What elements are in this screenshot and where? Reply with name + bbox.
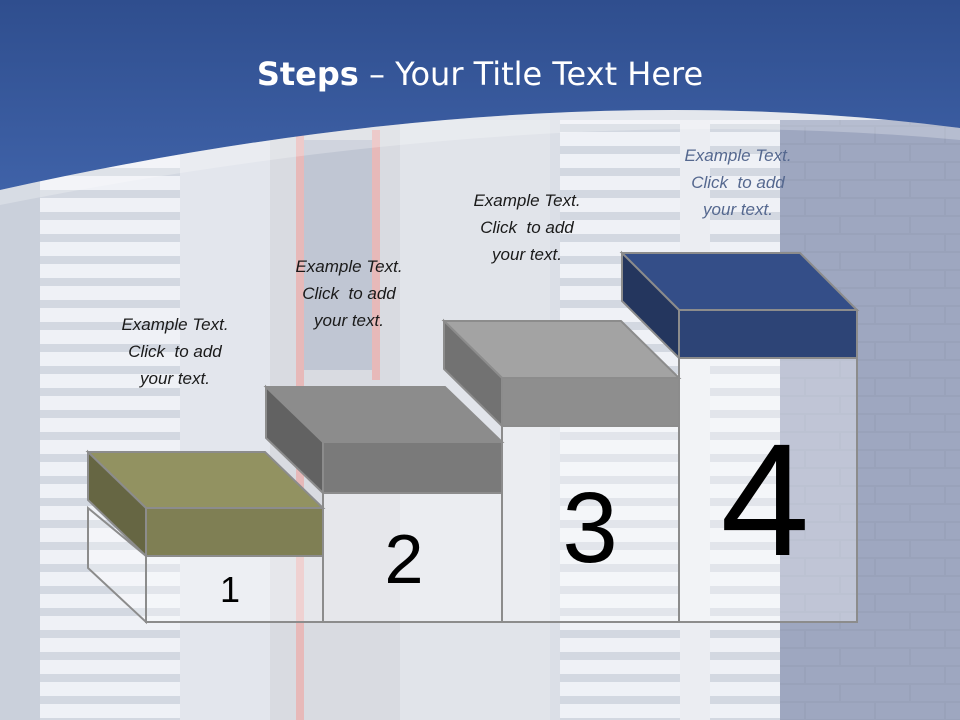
- step-3-text[interactable]: Example Text. Click to add your text.: [432, 187, 622, 268]
- header-band: [0, 0, 960, 190]
- step-2-line-1: Example Text.: [295, 257, 403, 276]
- step-4-line-1: Example Text.: [684, 146, 792, 165]
- step-1-line-3: your text.: [140, 369, 210, 388]
- step-1-text[interactable]: Example Text. Click to add your text.: [80, 311, 270, 392]
- step-2-text[interactable]: Example Text. Click to add your text.: [254, 253, 444, 334]
- step-1-column: [145, 555, 324, 623]
- step-3-column: [501, 425, 680, 623]
- shutter-left: [40, 140, 180, 720]
- title-rest: – Your Title Text Here: [358, 55, 704, 93]
- step-4-text[interactable]: Example Text. Click to add your text.: [643, 142, 833, 223]
- step-1-front-face: [145, 507, 324, 557]
- step-1-side-wall: [87, 505, 147, 625]
- step-4-line-3: your text.: [703, 200, 773, 219]
- brick-wall: [780, 120, 960, 720]
- step-4-line-2: Click to add: [691, 173, 785, 192]
- step-3-line-2: Click to add: [480, 218, 574, 237]
- step-2-line-3: your text.: [314, 311, 384, 330]
- step-3-front-face: [501, 377, 680, 427]
- step-4-number: 4: [720, 410, 810, 589]
- step-2-line-2: Click to add: [302, 284, 396, 303]
- slide-title[interactable]: Steps – Your Title Text Here: [0, 52, 960, 96]
- steps-diagram: [85, 250, 860, 625]
- step-3-line-3: your text.: [492, 245, 562, 264]
- step-3-number: 3: [562, 472, 618, 584]
- title-bold: Steps: [256, 55, 359, 93]
- step-2-front-face: [322, 441, 503, 494]
- step-1-line-1: Example Text.: [121, 315, 229, 334]
- step-3-line-1: Example Text.: [473, 191, 581, 210]
- step-1-line-2: Click to add: [128, 342, 222, 361]
- step-2-number: 2: [384, 520, 424, 598]
- shutter-right: [710, 120, 780, 720]
- step-1-number: 1: [219, 569, 241, 610]
- step-4-front-face: [678, 309, 858, 359]
- step-4-column: [678, 357, 858, 623]
